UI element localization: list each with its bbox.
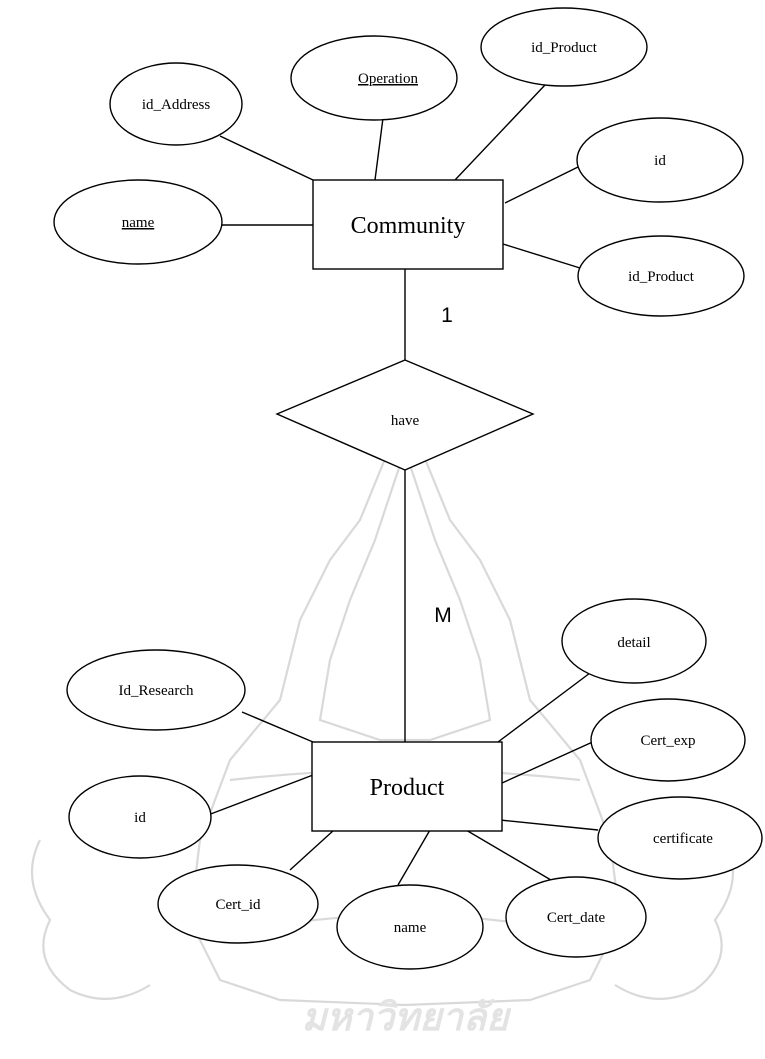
attribute-operation[interactable]: Operation xyxy=(290,35,458,121)
community-entity-label: Community xyxy=(351,213,466,239)
connector-id-product-bottom xyxy=(502,243,581,269)
attribute-id-product-bottom-label: id_Product xyxy=(628,269,695,285)
attribute-certificate[interactable]: certificate xyxy=(597,796,763,880)
attribute-id-address[interactable]: id_Address xyxy=(109,62,243,146)
attribute-certificate-label: certificate xyxy=(653,831,713,847)
relationship-have[interactable]: have xyxy=(275,359,535,471)
attribute-id-product-bottom[interactable]: id_Product xyxy=(577,235,745,317)
community-entity[interactable]: Community xyxy=(312,179,504,270)
attribute-product-name[interactable]: name xyxy=(336,884,484,970)
attribute-id-research[interactable]: Id_Research xyxy=(66,649,246,731)
connector-id-research xyxy=(241,711,314,743)
connector-detail xyxy=(497,672,591,743)
attribute-id-product-top-label: id_Product xyxy=(531,40,598,56)
watermark-text: มหาวิทยาลัย xyxy=(302,997,513,1039)
cardinality-one: 1 xyxy=(441,304,453,327)
connector-cert-id xyxy=(289,829,335,871)
attribute-product-id[interactable]: id xyxy=(68,775,212,859)
product-entity[interactable]: Product xyxy=(311,741,503,832)
relationship-have-label: have xyxy=(391,413,420,429)
connector-operation xyxy=(374,117,384,181)
attribute-detail[interactable]: detail xyxy=(561,598,707,684)
attribute-cert-id-label: Cert_id xyxy=(216,897,261,913)
product-entity-label: Product xyxy=(370,775,445,801)
attribute-id-research-label: Id_Research xyxy=(119,683,194,699)
product-connectors xyxy=(207,470,599,886)
attribute-product-name-label: name xyxy=(394,920,427,936)
attribute-cert-id[interactable]: Cert_id xyxy=(157,864,319,944)
attribute-id-product-top[interactable]: id_Product xyxy=(480,7,648,87)
attribute-id[interactable]: id xyxy=(576,117,744,203)
attribute-product-id-label: id xyxy=(134,810,146,826)
connector-cert-date xyxy=(465,829,557,884)
attribute-cert-date-label: Cert_date xyxy=(547,910,606,926)
connector-id xyxy=(504,166,579,204)
connector-cert-exp xyxy=(501,739,598,784)
community-connectors xyxy=(219,84,581,360)
attribute-detail-label: detail xyxy=(617,635,650,651)
attribute-id-address-label: id_Address xyxy=(142,97,210,113)
attribute-id-label: id xyxy=(654,153,666,169)
connector-product-id xyxy=(207,774,314,816)
connector-id-address xyxy=(219,135,314,181)
attribute-cert-exp[interactable]: Cert_exp xyxy=(590,698,746,782)
attribute-operation-label: Operation xyxy=(358,71,418,87)
attribute-cert-date[interactable]: Cert_date xyxy=(505,876,647,958)
connector-product-name xyxy=(397,829,431,886)
connector-certificate xyxy=(499,819,599,831)
attribute-cert-exp-label: Cert_exp xyxy=(641,733,696,749)
connector-id-product-top xyxy=(454,84,546,181)
attribute-name-key[interactable]: name xyxy=(53,179,223,265)
cardinality-many: M xyxy=(434,604,452,627)
attribute-name-key-label: name xyxy=(122,215,155,231)
